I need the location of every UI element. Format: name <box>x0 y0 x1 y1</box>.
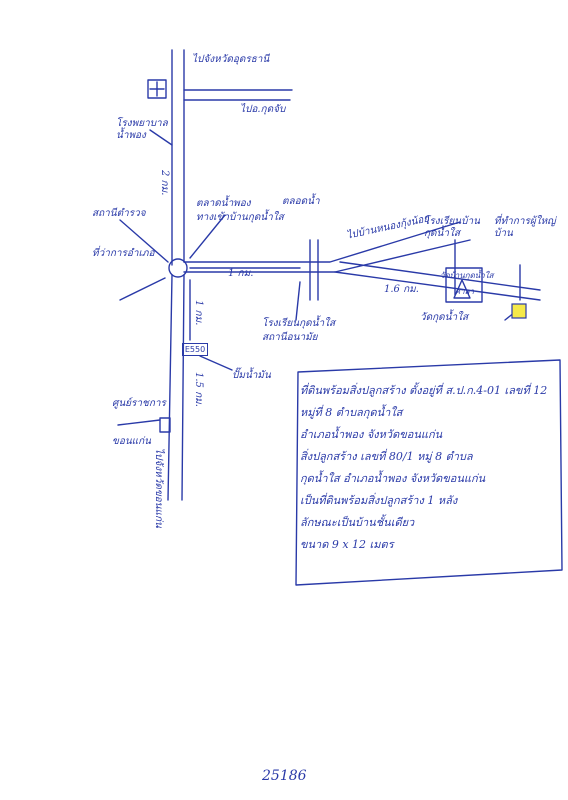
south-left-pointer <box>117 419 161 426</box>
hospital-pointer <box>149 129 173 146</box>
note-box <box>295 359 563 586</box>
mark-label: ศาลา <box>455 287 474 296</box>
target-plot <box>511 303 527 319</box>
note-line: ที่ดินพร้อมสิ่งปลูกสร้าง ตั้งอยู่ที่ ส.ป… <box>300 384 548 397</box>
road-code-box: E550 <box>182 343 208 356</box>
hospital-label: โรงพยาบาลน้ำพอง <box>116 118 168 141</box>
school-label: โรงเรียนกุดน้ำใส <box>262 318 336 329</box>
property-note: ที่ดินพร้อมสิ่งปลูกสร้าง ตั้งอยู่ที่ ส.ป… <box>300 380 560 556</box>
checkpoint-bars <box>309 239 319 301</box>
north-distance-label: 2 กม. <box>159 170 170 196</box>
note-line: อำเภอน้ำพอง จังหวัดขอนแก่น <box>300 428 443 441</box>
right-office-label: ที่ทำการผู้ใหญ่บ้าน <box>494 216 556 239</box>
south-building <box>159 417 171 433</box>
page-number: 25186 <box>262 768 307 784</box>
south-highway <box>167 274 185 501</box>
kut-chap-label: ไปอ.กุดจับ <box>240 104 286 115</box>
south-road-label: ไปจังหวัดขอนแก่น <box>153 448 164 528</box>
school-pointer <box>295 281 301 321</box>
south-left-label: ศูนย์ราชการ <box>112 398 166 409</box>
crossroad-label: ทางเข้าบ้านกุดน้ำใส <box>196 212 284 223</box>
note-line: สิ่งปลูกสร้าง เลขที่ 80/1 หมู่ 8 ตำบล <box>300 450 473 463</box>
temple-label: วัดกุดน้ำใส <box>420 312 469 323</box>
distance-vertical-label: 1 กม. <box>193 300 204 326</box>
temple-building <box>445 267 483 303</box>
east-road <box>334 261 541 301</box>
temple-icon <box>453 279 471 299</box>
police-label: สถานีตำรวจ <box>92 208 146 219</box>
gas-label: ปั๊มน้ำมัน <box>232 370 271 381</box>
note-line: เป็นที่ดินพร้อมสิ่งปลูกสร้าง 1 หลัง <box>300 494 458 507</box>
left-bldg-pointer <box>119 277 166 301</box>
north-road-label: ไปจังหวัดอุดรธานี <box>192 54 270 65</box>
market-label: ตลาดน้ำพอง <box>196 198 251 209</box>
east-branch-road <box>183 89 293 101</box>
gas-pointer <box>199 355 233 371</box>
checkpoint-label: ตลอดน้ำ <box>282 196 320 207</box>
note-line: ลักษณะเป็นบ้านชั้นเดียว <box>300 516 415 529</box>
near-junction-label: วัดบ้านกุดน้ำใส <box>440 271 494 280</box>
left-building-label: ที่ว่าการอำเภอ <box>92 248 155 259</box>
note-line: หมู่ที่ 8 ตำบลกุดน้ำใส <box>300 406 403 419</box>
hospital-building <box>147 79 167 99</box>
distance-1km-label: 1 กม. <box>228 268 254 279</box>
police-pointer <box>119 219 169 263</box>
distance-1-5km-label: 1.5 กม. <box>193 372 204 407</box>
distance-1-6km-label: 1.6 กม. <box>384 284 419 295</box>
south-left2-label: ขอนแก่น <box>112 436 152 447</box>
roundabout <box>168 258 188 278</box>
note-line: ขนาด 9 x 12 เมตร <box>300 538 394 551</box>
note-line: กุดน้ำใส อำเภอน้ำพอง จังหวัดขอนแก่น <box>300 472 486 485</box>
right-school-label: โรงเรียนบ้านกุดน้ำใส <box>424 216 480 239</box>
health-label: สถานีอนามัย <box>262 332 318 343</box>
hospital-cross-icon <box>149 81 165 97</box>
north-highway <box>171 49 185 266</box>
crossroad-pointer <box>189 214 226 259</box>
